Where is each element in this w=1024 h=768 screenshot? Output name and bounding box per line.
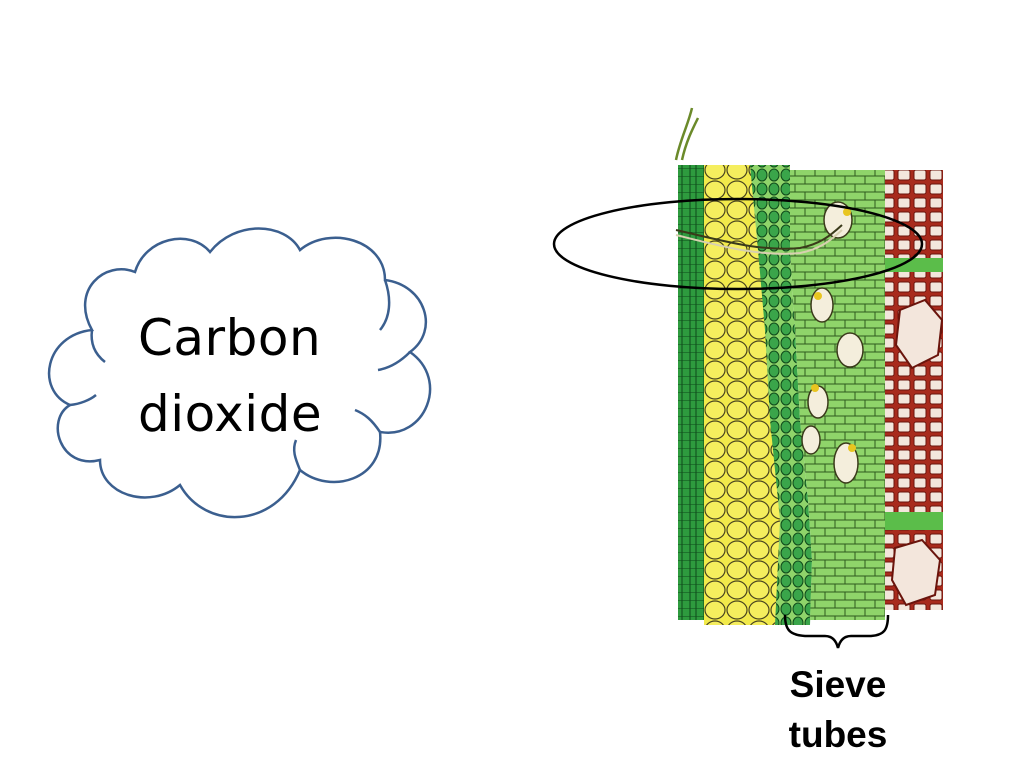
green-band-2 xyxy=(885,512,943,530)
highlight-ellipse xyxy=(552,197,924,291)
phloem-region xyxy=(790,170,885,620)
cloud-label-line2: dioxide xyxy=(138,385,323,443)
sieve-label-line1: Sieve xyxy=(789,664,887,705)
xylem-top xyxy=(885,170,943,258)
sieve-label-line2: tubes xyxy=(788,714,888,755)
transport-strand xyxy=(675,224,843,250)
xylem-vessels xyxy=(890,298,944,607)
cloud-label: Carbon dioxide xyxy=(138,300,378,452)
green-band-1 xyxy=(885,258,943,272)
stem-tissue-diagram xyxy=(674,107,944,625)
parenchyma-yellow xyxy=(704,165,798,625)
sieve-tubes-brace xyxy=(783,614,890,649)
carbon-dioxide-cloud xyxy=(47,227,432,519)
collenchyma-column xyxy=(750,165,812,625)
sieve-tubes-label: Sieve tubes xyxy=(778,660,898,760)
sieve-tube-cells xyxy=(801,201,864,484)
cloud-label-line1: Carbon xyxy=(138,309,322,367)
grass-tip xyxy=(674,107,700,161)
cloud-outline xyxy=(47,227,432,519)
